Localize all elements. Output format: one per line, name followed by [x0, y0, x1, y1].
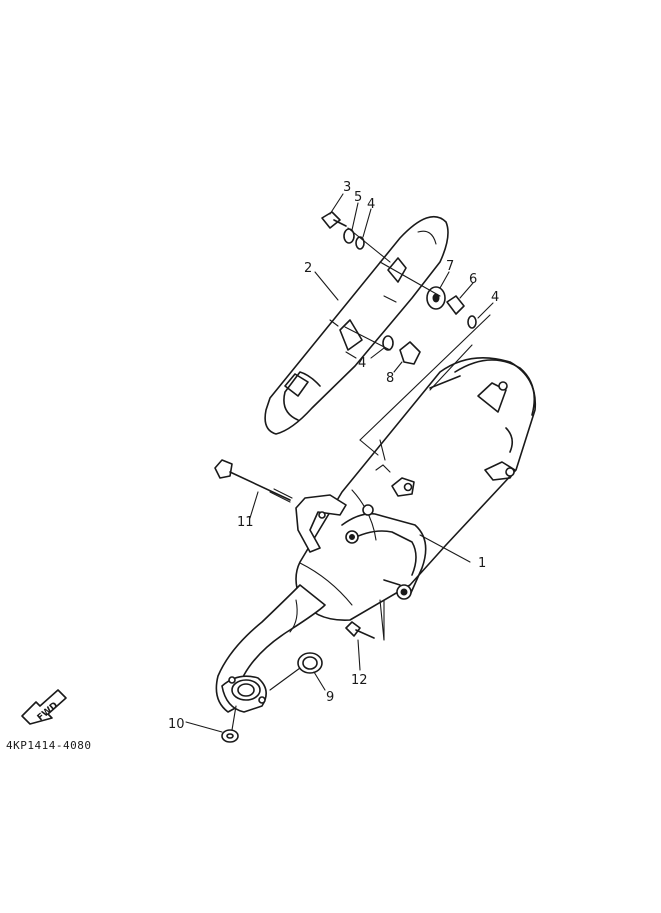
callout-10: 10: [168, 717, 185, 732]
callout-1: 1: [478, 556, 486, 571]
callout-4-top: 4: [367, 197, 375, 212]
nut-10: [221, 729, 239, 743]
washer-4-middle: [382, 335, 394, 351]
washer-4-right: [467, 315, 477, 329]
assembly-lines: [185, 193, 494, 733]
drawing-code: 4KP1414-4080: [6, 739, 91, 752]
gasket-9: [297, 652, 323, 674]
heat-shield: [264, 215, 449, 435]
callout-labels: 1 2 3 4 4 4 5 6 7 8 9 10 11 12: [168, 180, 499, 732]
bolt-11: [214, 459, 293, 503]
bolt-12: [345, 621, 375, 639]
callout-12: 12: [351, 673, 368, 688]
collar-6: [446, 295, 465, 315]
callout-11: 11: [237, 515, 254, 530]
callout-5: 5: [354, 190, 362, 205]
grommet-7: [426, 286, 446, 310]
bolt-3: [321, 211, 347, 229]
callout-3: 3: [343, 180, 351, 195]
callout-8: 8: [386, 371, 394, 386]
damper-8: [399, 341, 421, 365]
washer-4-top: [355, 236, 365, 250]
callout-7: 7: [446, 259, 454, 274]
callout-4-middle: 4: [358, 356, 366, 371]
callout-4-right: 4: [491, 290, 499, 305]
callout-9: 9: [326, 690, 334, 705]
muffler: [215, 356, 537, 713]
callout-6: 6: [469, 272, 477, 287]
fwd-arrow-icon: FWD: [21, 689, 67, 725]
callout-2: 2: [304, 261, 312, 276]
